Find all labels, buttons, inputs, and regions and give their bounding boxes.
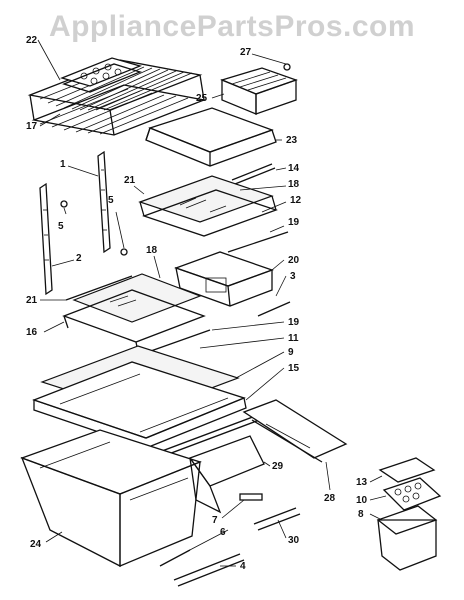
wire-shelf <box>27 57 207 136</box>
callout-1: 1 <box>60 159 66 170</box>
callout-24: 24 <box>30 539 42 550</box>
callout-8: 8 <box>358 509 364 520</box>
callout-30: 30 <box>288 535 300 546</box>
callout-11: 11 <box>288 333 299 344</box>
leader-lines <box>37 39 387 567</box>
callout-4: 4 <box>240 561 246 572</box>
callout-18-upper: 18 <box>288 179 300 190</box>
callout-20: 20 <box>288 255 300 266</box>
callout-28: 28 <box>324 493 336 504</box>
callout-15: 15 <box>288 363 300 374</box>
callout-29: 29 <box>272 461 284 472</box>
callout-12: 12 <box>290 195 302 206</box>
shelf-rails <box>39 150 128 296</box>
bin-bar <box>242 399 348 463</box>
callout-27: 27 <box>240 47 252 58</box>
middle-glass-shelf <box>62 273 211 353</box>
callout-18-lower: 18 <box>146 245 158 256</box>
callout-17: 17 <box>26 121 38 132</box>
callout-5-left: 5 <box>58 221 64 232</box>
callout-22: 22 <box>26 35 38 46</box>
callout-14: 14 <box>288 163 300 174</box>
trim-strip <box>231 163 273 181</box>
callout-21-upper: 21 <box>124 175 136 186</box>
callout-7: 7 <box>212 515 218 526</box>
callout-10: 10 <box>356 495 368 506</box>
callout-19-lower: 19 <box>288 317 300 328</box>
callout-2: 2 <box>76 253 82 264</box>
callout-13: 13 <box>356 477 368 488</box>
callout-25: 25 <box>196 93 208 104</box>
callout-6: 6 <box>220 527 226 538</box>
callout-21-lower: 21 <box>26 295 38 306</box>
crisper-drawers <box>20 429 265 568</box>
callout-19-upper: 19 <box>288 217 300 228</box>
callout-9: 9 <box>288 347 294 358</box>
bracket-assembly <box>220 63 298 115</box>
callout-16: 16 <box>26 327 38 338</box>
upper-glass-shelf <box>138 175 278 237</box>
deli-drawer <box>145 107 277 167</box>
callout-5-right: 5 <box>108 195 114 206</box>
callout-23: 23 <box>286 135 298 146</box>
drawer-slides <box>159 493 301 587</box>
egg-bin <box>376 457 442 571</box>
callout-3: 3 <box>290 271 296 282</box>
meat-pan <box>174 231 291 317</box>
